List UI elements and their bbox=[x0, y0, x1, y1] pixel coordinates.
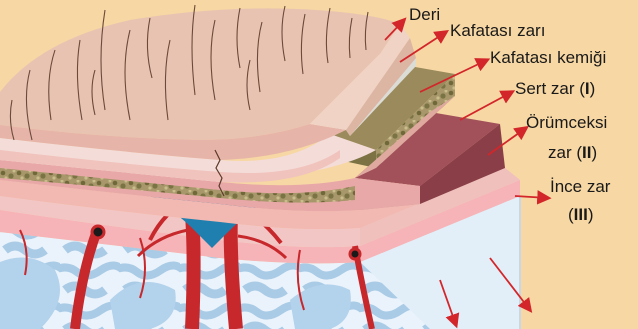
label-ince-zar: İnce zar bbox=[550, 178, 610, 195]
label-kafatasi-zari: Kafatası zarı bbox=[450, 22, 545, 39]
label-orumceksi: Örümceksi bbox=[526, 114, 607, 131]
label-ince-zar-number: (III) bbox=[568, 206, 594, 223]
label-kafatasi-kemigi: Kafatası kemiği bbox=[490, 49, 606, 66]
label-deri: Deri bbox=[409, 6, 440, 23]
label-orumceksi-zar: zar (II) bbox=[548, 144, 597, 161]
label-sert-zar: Sert zar (I) bbox=[515, 80, 595, 97]
